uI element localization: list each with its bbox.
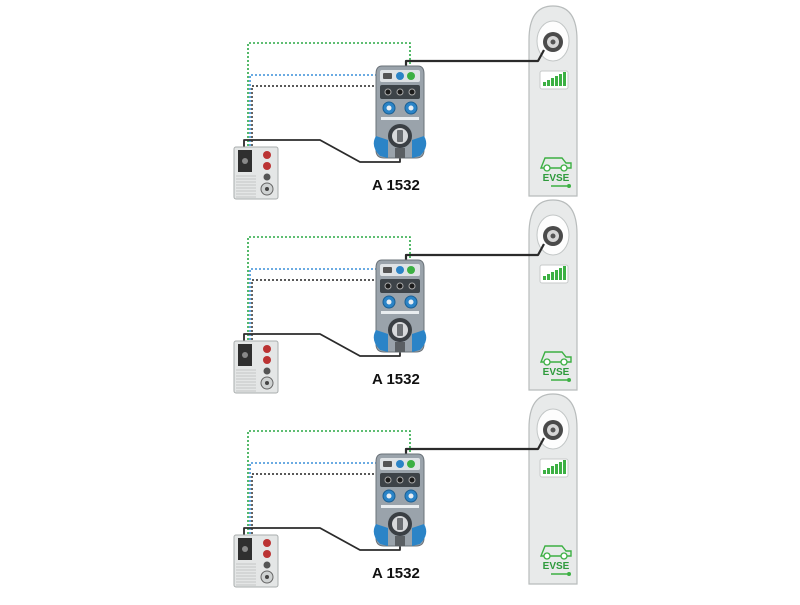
adapter-left-grip-3 bbox=[373, 524, 388, 546]
red-terminal-icon-2-2 bbox=[263, 356, 271, 364]
pe-terminal-icon-1 bbox=[407, 72, 415, 80]
diagram-panel-3: EVSE bbox=[233, 393, 578, 588]
measuring-instrument-1 bbox=[233, 146, 279, 200]
black-terminal-icon-2 bbox=[263, 367, 271, 375]
charging-station-2: EVSE bbox=[528, 199, 578, 391]
adapter-left-grip-1 bbox=[373, 136, 388, 158]
red-terminal-icon-1-2 bbox=[263, 345, 271, 353]
red-terminal-icon-1-1 bbox=[263, 151, 271, 159]
adapter-right-grip-1 bbox=[412, 136, 427, 158]
status-bar-1-2 bbox=[547, 80, 550, 86]
red-terminal-icon-1-3 bbox=[263, 539, 271, 547]
status-bar-1-5 bbox=[559, 74, 562, 86]
cp-terminal-icon-1 bbox=[396, 72, 404, 80]
status-bar-3-3 bbox=[551, 466, 554, 474]
cp-test-lead-1 bbox=[249, 74, 397, 146]
status-bar-2-5 bbox=[559, 268, 562, 280]
diagram-panel-1: EVSE bbox=[233, 5, 578, 200]
red-terminal-icon-2-3 bbox=[263, 550, 271, 558]
charging-station-3: EVSE bbox=[528, 393, 578, 585]
status-bar-3-2 bbox=[547, 468, 550, 474]
a1532-adapter-3 bbox=[373, 453, 427, 547]
black-terminal-icon-3 bbox=[263, 561, 271, 569]
adapter-plug-3 bbox=[395, 536, 405, 546]
evse-car-icon-1 bbox=[539, 157, 572, 172]
status-bar-3-4 bbox=[555, 464, 558, 474]
status-bar-3-6 bbox=[563, 460, 566, 474]
pe-test-lead-1 bbox=[247, 42, 411, 146]
charging-station-1: EVSE bbox=[528, 5, 578, 197]
black-terminal-icon-1 bbox=[263, 173, 271, 181]
pe-terminal-icon-2 bbox=[407, 266, 415, 274]
evse-text-2: EVSE bbox=[543, 367, 570, 378]
status-bar-3-5 bbox=[559, 462, 562, 474]
adapter-plug-1 bbox=[395, 148, 405, 158]
status-bar-2-2 bbox=[547, 274, 550, 280]
instrument-cable-1 bbox=[243, 139, 401, 163]
adapter-right-grip-2 bbox=[412, 330, 427, 352]
cp-test-lead-3 bbox=[249, 462, 397, 534]
pe-test-lead-3 bbox=[247, 430, 411, 534]
status-bar-2-6 bbox=[563, 266, 566, 280]
pp-terminal-icon-1 bbox=[383, 73, 392, 79]
pp-test-lead-3 bbox=[251, 473, 380, 534]
adapter-plug-2 bbox=[395, 342, 405, 352]
cp-terminal-icon-3 bbox=[396, 460, 404, 468]
adapter-label-2: A 1532 bbox=[372, 371, 420, 388]
instrument-cable-3 bbox=[243, 527, 401, 551]
adapter-label-3: A 1532 bbox=[372, 565, 420, 582]
a1532-adapter-1 bbox=[373, 65, 427, 159]
charging-cable-1 bbox=[404, 49, 545, 74]
cp-test-lead-2 bbox=[249, 268, 397, 340]
status-bar-1-6 bbox=[563, 72, 566, 86]
pp-terminal-icon-2 bbox=[383, 267, 392, 273]
adapter-label-1: A 1532 bbox=[372, 177, 420, 194]
pe-terminal-icon-3 bbox=[407, 460, 415, 468]
pp-test-lead-2 bbox=[251, 279, 380, 340]
a1532-adapter-2 bbox=[373, 259, 427, 353]
status-bar-3-1 bbox=[543, 470, 546, 474]
evse-car-icon-3 bbox=[539, 545, 572, 560]
adapter-right-grip-3 bbox=[412, 524, 427, 546]
charging-cable-3 bbox=[404, 437, 545, 462]
instrument-cable-2 bbox=[243, 333, 401, 357]
pe-test-lead-2 bbox=[247, 236, 411, 340]
evse-text-1: EVSE bbox=[543, 173, 570, 184]
status-bar-1-1 bbox=[543, 82, 546, 86]
pp-test-lead-1 bbox=[251, 85, 380, 146]
charging-cable-2 bbox=[404, 243, 545, 268]
status-bar-2-3 bbox=[551, 272, 554, 280]
status-bar-2-4 bbox=[555, 270, 558, 280]
evse-car-icon-2 bbox=[539, 351, 572, 366]
measuring-instrument-2 bbox=[233, 340, 279, 394]
status-bar-1-4 bbox=[555, 76, 558, 86]
status-bar-1-3 bbox=[551, 78, 554, 86]
measuring-instrument-3 bbox=[233, 534, 279, 588]
red-terminal-icon-2-1 bbox=[263, 162, 271, 170]
status-bar-2-1 bbox=[543, 276, 546, 280]
pp-terminal-icon-3 bbox=[383, 461, 392, 467]
adapter-left-grip-2 bbox=[373, 330, 388, 352]
evse-text-3: EVSE bbox=[543, 561, 570, 572]
cp-terminal-icon-2 bbox=[396, 266, 404, 274]
diagram-panel-2: EVSE bbox=[233, 199, 578, 394]
